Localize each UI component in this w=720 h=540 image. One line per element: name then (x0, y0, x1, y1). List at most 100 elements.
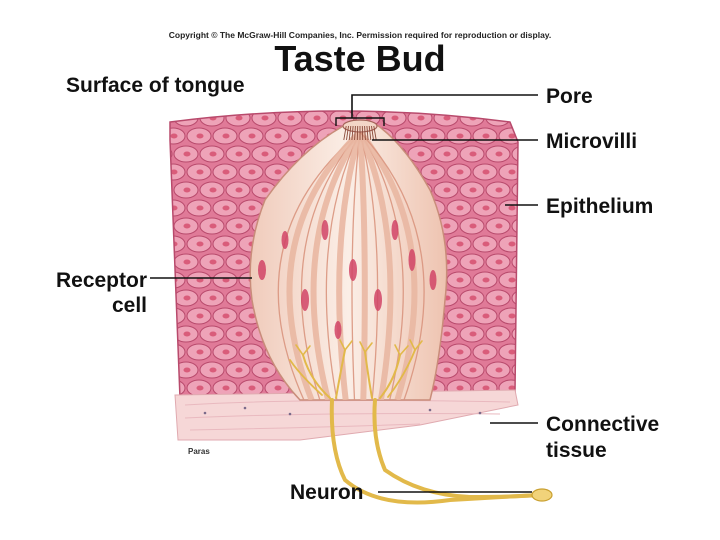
microvillus (366, 125, 369, 141)
receptor-cell-outline (357, 131, 368, 400)
epithelial-cell (186, 343, 212, 361)
epithelial-cell (186, 199, 212, 217)
epithelial-cell (225, 361, 251, 379)
epithelial-cell (277, 145, 303, 163)
receptor-nucleus (334, 321, 342, 339)
receptor-cell-outline (336, 131, 363, 400)
epithelial-cell (199, 181, 225, 199)
epithelial-cell (186, 271, 212, 289)
epithelial-cell (170, 325, 173, 343)
microvillus (371, 125, 374, 141)
receptor-nucleus (258, 260, 266, 280)
epithelial-cell (459, 217, 485, 235)
epithelial-cell (459, 145, 485, 163)
epithelial-cell (511, 111, 518, 127)
label-pore: Pore (546, 85, 593, 108)
receptor-nucleus (391, 220, 399, 240)
receptor-nuclei (258, 220, 437, 339)
epithelial-cell (394, 127, 420, 145)
epithelial-cell (498, 307, 518, 325)
epithelial-cell (446, 199, 472, 217)
epithelial-cell (170, 343, 186, 361)
epithelial-cell (170, 235, 186, 253)
epithelial-cell (170, 217, 173, 235)
epithelial-cell (173, 361, 199, 379)
epithelial-cell (459, 361, 485, 379)
epithelial-cell (251, 361, 277, 379)
epithelial-cell (433, 361, 459, 379)
epithelial-cell (173, 253, 199, 271)
microvillus (368, 125, 372, 141)
epithelial-cell (472, 163, 498, 181)
epithelial-cell (251, 145, 277, 163)
receptor-cell-outline (359, 131, 425, 400)
taste-bud (249, 119, 448, 401)
epithelial-cell (264, 127, 290, 145)
epithelial-cell (212, 199, 238, 217)
epithelial-cell (485, 145, 511, 163)
epithelial-cell (225, 111, 251, 127)
epithelial-cell (472, 127, 498, 145)
epithelial-cell (170, 127, 186, 145)
pore-bracket (335, 117, 385, 126)
epithelial-cell (238, 343, 264, 361)
label-connective-tissue: Connective tissue (546, 414, 659, 461)
epithelial-cell (199, 217, 225, 235)
epithelial-cell (511, 217, 518, 235)
receptor-cell-outline (310, 130, 363, 400)
epithelial-cell (225, 289, 251, 307)
epithelial-cell (485, 325, 511, 343)
label-receptor-cell: Receptor cell (45, 270, 147, 316)
receptor-cell-outline (357, 130, 394, 400)
epithelial-cell (381, 111, 407, 127)
label-microvilli: Microvilli (546, 130, 638, 153)
receptor-cell-outline (286, 129, 363, 400)
epithelial-cell (433, 145, 459, 163)
epithelial-cell (225, 217, 251, 235)
epithelial-cell (238, 199, 264, 217)
epithelial-cell (433, 181, 459, 199)
epithelial-cell (212, 271, 238, 289)
copyright-notice: Copyright © The McGraw-Hill Companies, I… (168, 30, 552, 40)
epithelial-cell (511, 325, 518, 343)
epithelial-cell (186, 307, 212, 325)
receptor-nucleus (349, 259, 357, 281)
epithelial-cell (225, 253, 251, 271)
epithelial-cell (472, 271, 498, 289)
microvillus (348, 125, 352, 141)
microvillus (354, 125, 356, 141)
receptor-cell-outline (351, 131, 361, 400)
epithelial-cell (212, 235, 238, 253)
epithelial-cell (170, 379, 186, 397)
epithelial-cell (186, 127, 212, 145)
epithelial-cell (199, 253, 225, 271)
receptor-cell-outline (359, 131, 379, 400)
epithelial-cell (277, 111, 303, 127)
epithelial-cell (459, 253, 485, 271)
epithelial-cell (472, 343, 498, 361)
epithelial-cell (446, 343, 472, 361)
epithelial-cell (186, 163, 212, 181)
epithelial-cell (446, 163, 472, 181)
epithelial-cell (498, 199, 518, 217)
epithelial-cell (498, 163, 518, 181)
receptor-cells (277, 129, 425, 400)
epithelial-cell (212, 343, 238, 361)
epithelial-cell (170, 271, 186, 289)
microvillus (351, 125, 354, 141)
epithelial-cell (170, 111, 173, 127)
epithelial-cell (446, 127, 472, 145)
epithelial-cell (459, 325, 485, 343)
epithelial-cell (212, 307, 238, 325)
epithelial-cell (170, 163, 186, 181)
epithelial-cell (238, 379, 264, 397)
receptor-cell-outline (325, 131, 361, 400)
epithelial-cell (170, 289, 173, 307)
epithelial-cell (472, 235, 498, 253)
receptor-cell-outline (359, 131, 404, 400)
label-connective-line1: Connective (546, 413, 660, 436)
diagram-title: Taste Bud (274, 38, 446, 79)
epithelial-cell (199, 325, 225, 343)
connective-tissue-layer (174, 389, 519, 441)
